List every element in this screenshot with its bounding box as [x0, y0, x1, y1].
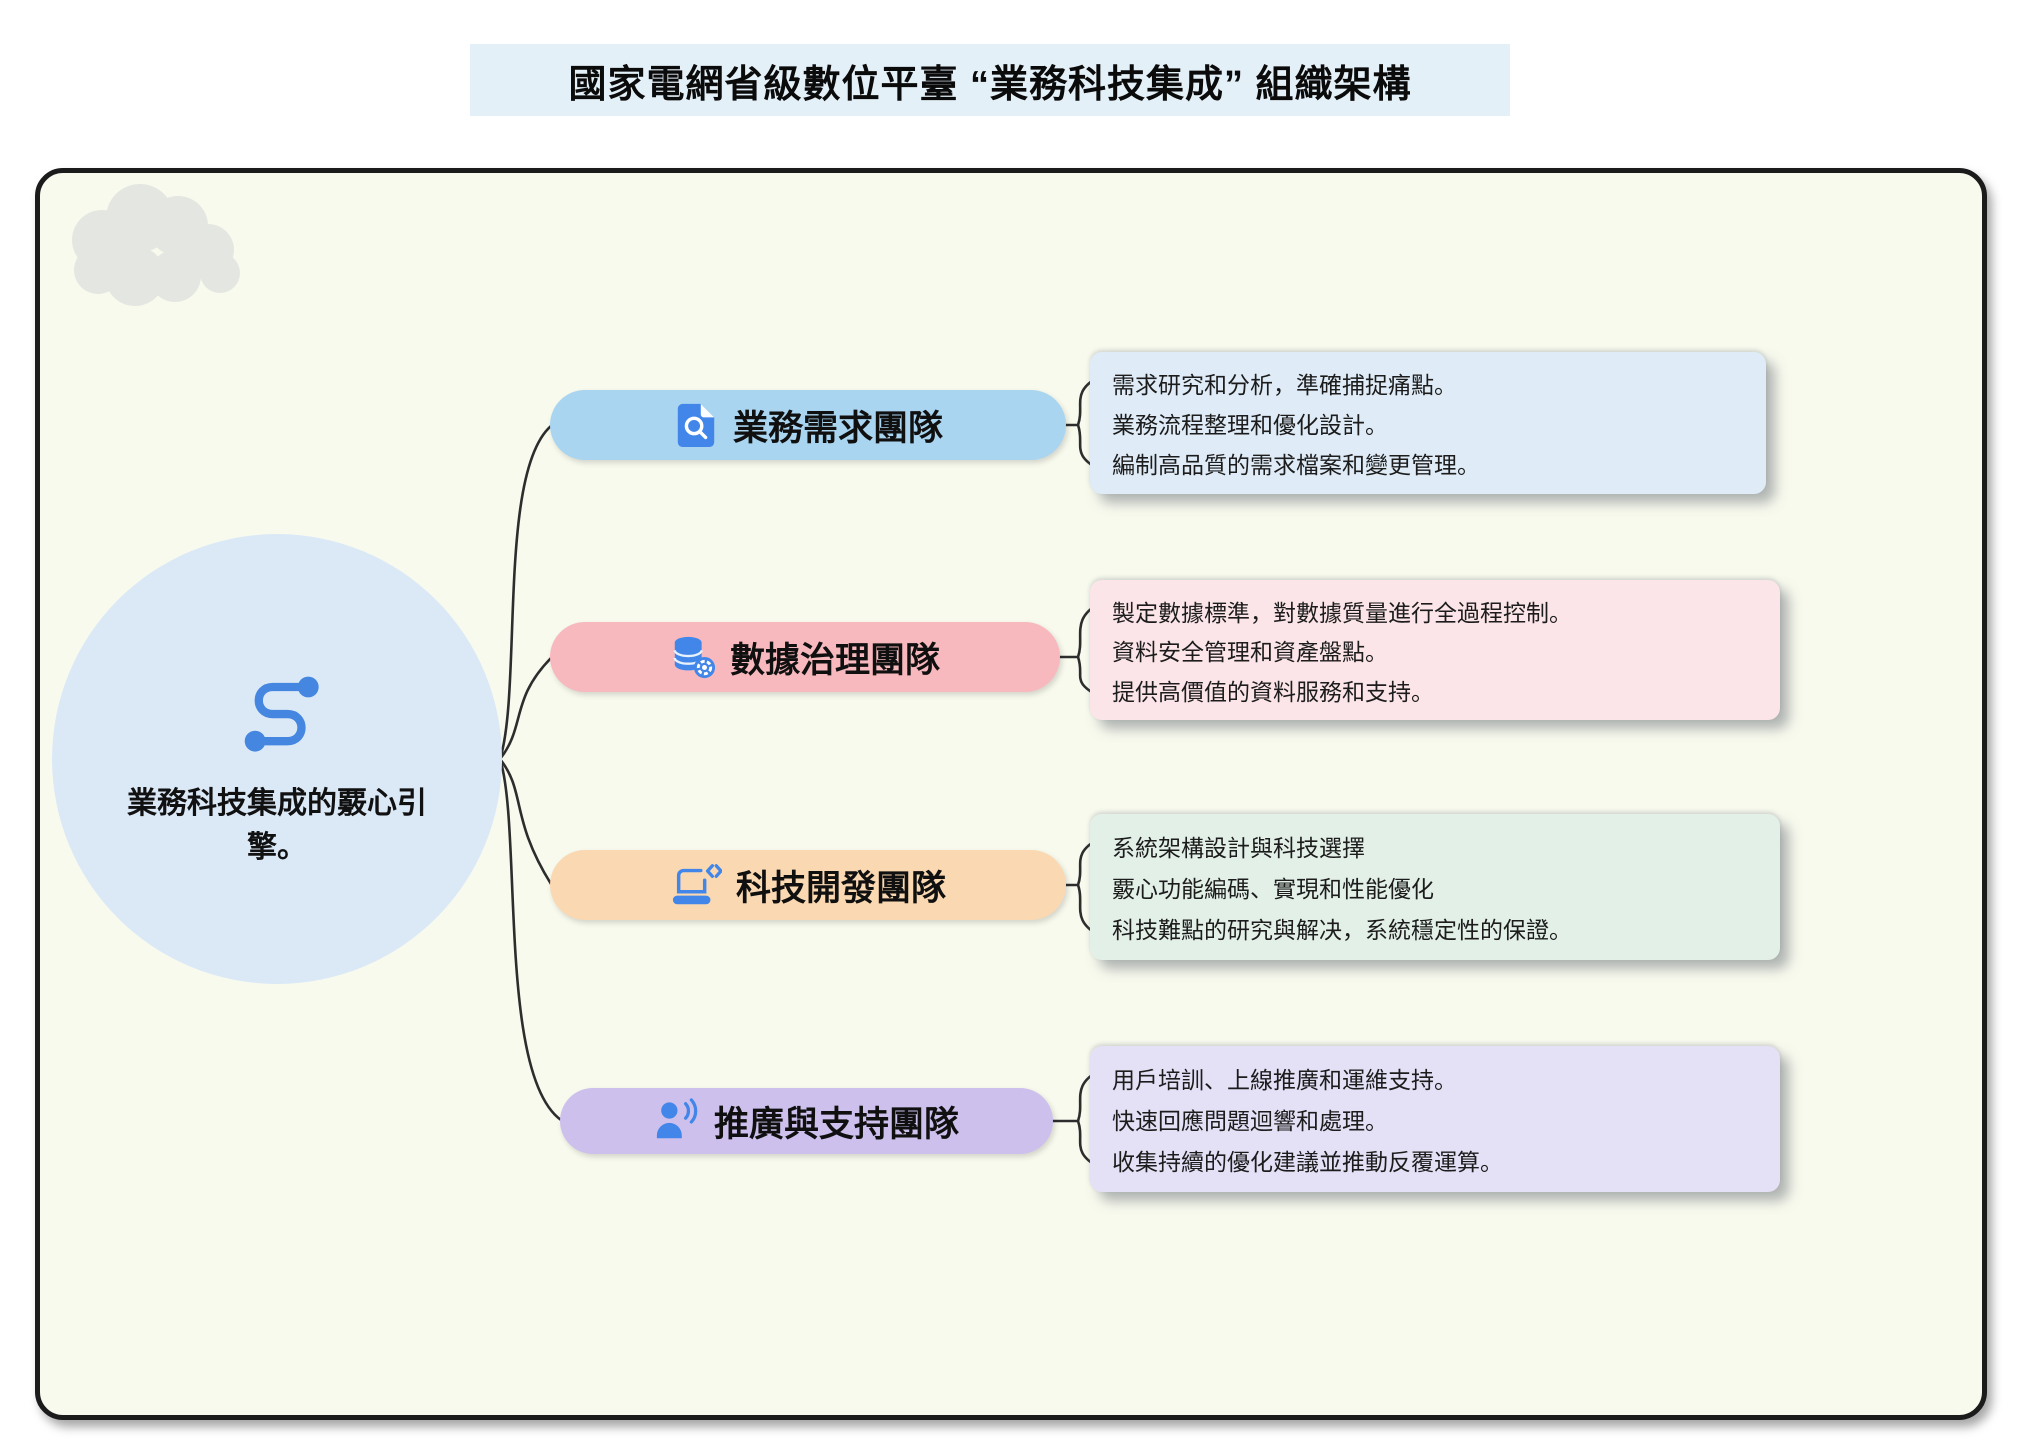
branch-node-label: 推廣與支持團隊 — [713, 1104, 959, 1144]
page-title: 國家電網省級數位平臺 “業務科技集成” 組織架構 — [568, 63, 1412, 106]
detail-item: 資料安全管理和資產盤點。 — [1112, 639, 1388, 665]
branch-node-tech-development[interactable]: 科技開發團隊 — [550, 850, 1066, 920]
document-search-icon — [673, 402, 719, 448]
cloud-icon — [72, 184, 240, 306]
branch-node-business-requirements[interactable]: 業務需求團隊 — [550, 390, 1066, 460]
branch-node-label: 數據治理團隊 — [729, 640, 940, 680]
route-path-icon — [244, 676, 319, 752]
detail-item: 用戶培訓、上線推廣和運維支持。 — [1112, 1067, 1457, 1093]
detail-item: 科技難點的研究與解决，系統穩定性的保證。 — [1112, 917, 1572, 943]
branch-node-promotion-support[interactable]: 推廣與支持團隊 — [560, 1088, 1053, 1154]
laptop-code-icon — [670, 862, 722, 908]
detail-item: 製定數據標準，對數據質量進行全過程控制。 — [1112, 599, 1572, 626]
detail-item: 編制高品質的需求檔案和變更管理。 — [1112, 452, 1480, 478]
branch-detail-card-business-requirements[interactable]: 需求研究和分析，準確捕捉痛點。 業務流程整理和優化設計。 編制高品質的需求檔案和… — [1090, 352, 1766, 494]
detail-item: 收集持續的優化建議並推動反覆運算。 — [1112, 1149, 1503, 1175]
person-announce-icon — [654, 1098, 700, 1144]
detail-item: 快速回應問題迴響和處理。 — [1112, 1108, 1388, 1134]
branch-detail-card-promotion-support[interactable]: 用戶培訓、上線推廣和運維支持。 快速回應問題迴響和處理。 收集持續的優化建議並推… — [1090, 1046, 1780, 1192]
database-gear-icon — [670, 634, 716, 680]
detail-item: 覈心功能編碼、實現和性能優化 — [1112, 876, 1434, 902]
detail-item: 業務流程整理和優化設計。 — [1112, 412, 1388, 438]
branch-node-data-governance[interactable]: 數據治理團隊 — [550, 622, 1060, 692]
detail-item: 需求研究和分析，準確捕捉痛點。 — [1112, 372, 1457, 398]
branch-node-label: 業務需求團隊 — [732, 408, 943, 448]
branch-detail-card-data-governance[interactable]: 製定數據標準，對數據質量進行全過程控制。 資料安全管理和資產盤點。 提供高價值的… — [1090, 580, 1780, 720]
central-node[interactable]: 業務科技集成的覈心引擎。 — [52, 534, 502, 984]
branch-detail-card-tech-development[interactable]: 系統架構設計與科技選擇 覈心功能編碼、實現和性能優化 科技難點的研究與解决，系統… — [1090, 814, 1780, 960]
title-band: 國家電網省級數位平臺 “業務科技集成” 組織架構 — [470, 44, 1510, 116]
detail-item: 系統架構設計與科技選擇 — [1112, 835, 1365, 861]
central-node-label: 業務科技集成的覈心引擎。 — [127, 787, 427, 864]
branch-node-label: 科技開發團隊 — [735, 868, 946, 908]
detail-item: 提供高價值的資料服務和支持。 — [1112, 678, 1434, 705]
